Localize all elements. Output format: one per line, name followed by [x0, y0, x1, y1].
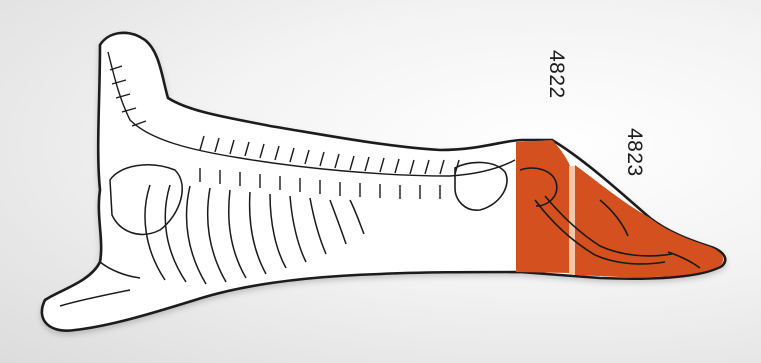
- cut-label-4823: 4823: [622, 128, 646, 177]
- cut-separator-line: [569, 166, 575, 274]
- carcass-outline: [42, 33, 725, 331]
- cut-label-4822: 4822: [544, 50, 568, 99]
- cut-4823-region: [575, 165, 723, 277]
- cut-4822-region: [516, 140, 570, 273]
